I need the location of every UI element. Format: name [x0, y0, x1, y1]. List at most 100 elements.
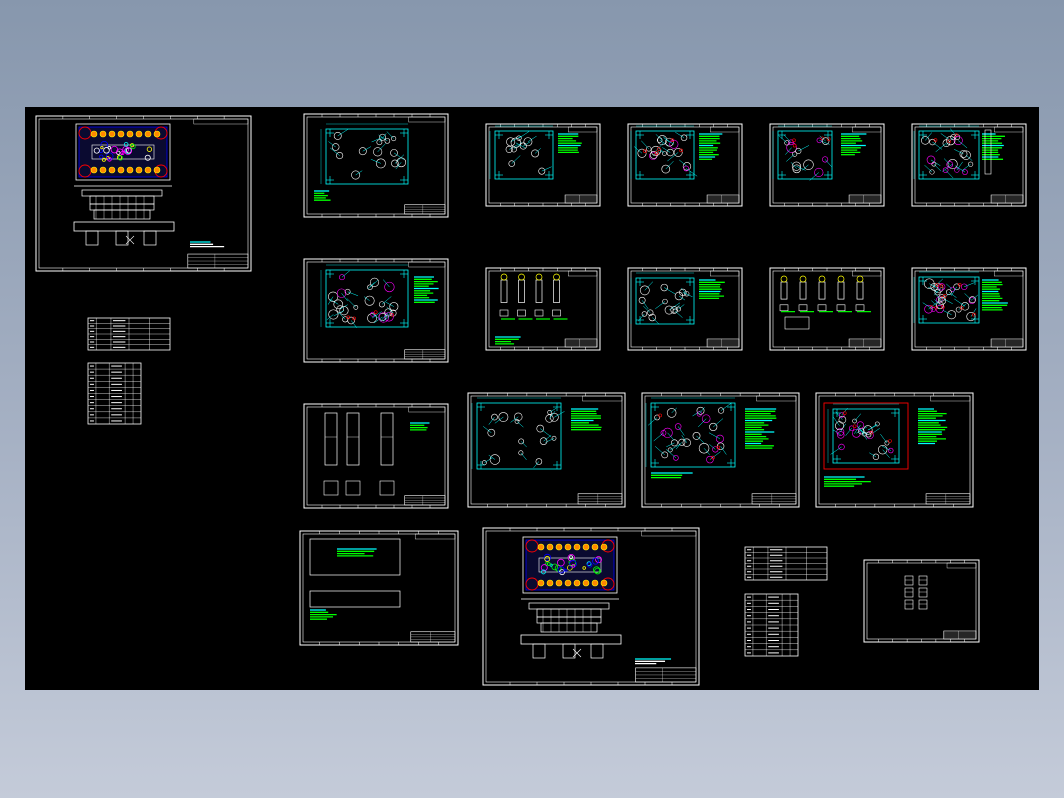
drawing-canvas[interactable] [25, 107, 1039, 690]
small-part [904, 599, 914, 610]
punch [586, 561, 592, 567]
assembly-view [520, 536, 622, 659]
small-part [918, 599, 928, 610]
punch [101, 157, 106, 162]
bom-table-2[interactable] [87, 362, 142, 425]
sheet-assembly-1[interactable] [35, 115, 252, 272]
sheet-part-g[interactable] [485, 267, 601, 351]
title-block [564, 194, 598, 204]
assembly-view [73, 123, 175, 246]
hole [510, 137, 521, 148]
bolt-circle [108, 166, 116, 174]
punch-elevation [818, 281, 826, 300]
hole [518, 438, 525, 445]
sheet-part-b[interactable] [485, 123, 601, 207]
hole [816, 137, 823, 144]
bolt-circle [135, 130, 143, 138]
notes-text [651, 472, 693, 479]
punch [116, 154, 122, 160]
hole [370, 311, 376, 317]
sheet-part-e[interactable] [911, 123, 1027, 207]
bolt-circle [555, 543, 563, 551]
sheet-assembly-2[interactable] [482, 527, 700, 686]
bom-table-3[interactable] [744, 546, 828, 581]
punch-head [799, 275, 807, 283]
punch [594, 567, 601, 575]
punch [557, 558, 565, 567]
bom-table-4[interactable] [744, 593, 799, 657]
hole [669, 139, 679, 149]
hole [384, 308, 393, 317]
bolt-circle [582, 543, 590, 551]
hole [491, 413, 498, 421]
hole [683, 165, 689, 172]
bom-table-1[interactable] [87, 317, 171, 351]
hole [865, 431, 872, 438]
sheet-part-f[interactable] [303, 258, 449, 363]
hole [921, 136, 930, 145]
plate-view [630, 125, 698, 180]
bar-section [323, 480, 339, 496]
hole [367, 313, 377, 323]
punch [117, 155, 124, 161]
sheet-inner-border [914, 126, 1024, 204]
hole [384, 138, 391, 144]
hole [671, 439, 678, 447]
hole [665, 137, 674, 147]
hole [639, 285, 650, 296]
hole [518, 450, 524, 456]
hole [701, 414, 711, 423]
bolt-circle [546, 579, 554, 587]
cad-model-space[interactable] [25, 107, 1039, 690]
sheet-part-a[interactable] [303, 113, 449, 218]
hole [378, 312, 389, 323]
punch [593, 566, 601, 574]
punch-head [818, 275, 826, 283]
punch [123, 142, 129, 147]
revision-block [568, 270, 598, 277]
sheet-part-j[interactable] [911, 267, 1027, 351]
sheet-part-i[interactable] [769, 267, 885, 351]
sheet-part-h[interactable] [627, 267, 743, 351]
bolt-circle [537, 579, 545, 587]
notes-text [314, 190, 331, 201]
revision-block [852, 126, 882, 133]
punch-head [518, 273, 525, 281]
title-block [187, 253, 249, 269]
sheet-part-m[interactable] [641, 392, 800, 508]
section-view [520, 598, 622, 659]
sheet-part-p[interactable] [863, 559, 980, 643]
title-block [848, 338, 882, 348]
hole [682, 162, 692, 171]
hole [336, 288, 347, 298]
hole [505, 145, 513, 153]
small-part [918, 575, 928, 586]
hole [696, 411, 702, 417]
hole [852, 418, 857, 424]
top-view-outline [522, 536, 618, 594]
sheet-part-d[interactable] [769, 123, 885, 207]
notes-text [745, 408, 777, 449]
hole [962, 169, 968, 175]
hole [709, 422, 718, 432]
sheet-part-n[interactable] [815, 392, 974, 508]
sheet-part-l[interactable] [467, 392, 626, 508]
sheet-inner-border [488, 270, 598, 348]
hole [654, 414, 660, 421]
title-block [990, 194, 1024, 204]
bolt-circle [99, 166, 107, 174]
punch [557, 566, 565, 574]
sheet-part-k[interactable] [303, 403, 449, 509]
title-block [925, 493, 971, 505]
hole [342, 316, 349, 323]
title-block [410, 631, 456, 643]
sheet-part-o[interactable] [299, 530, 459, 646]
title-block [404, 349, 446, 360]
title-block [635, 667, 697, 683]
title-block [706, 194, 740, 204]
notes-text [414, 276, 439, 303]
sheet-inner-border [470, 395, 623, 505]
sheet-part-c[interactable] [627, 123, 743, 207]
sheet-inner-border [772, 270, 882, 348]
hole [936, 296, 943, 303]
